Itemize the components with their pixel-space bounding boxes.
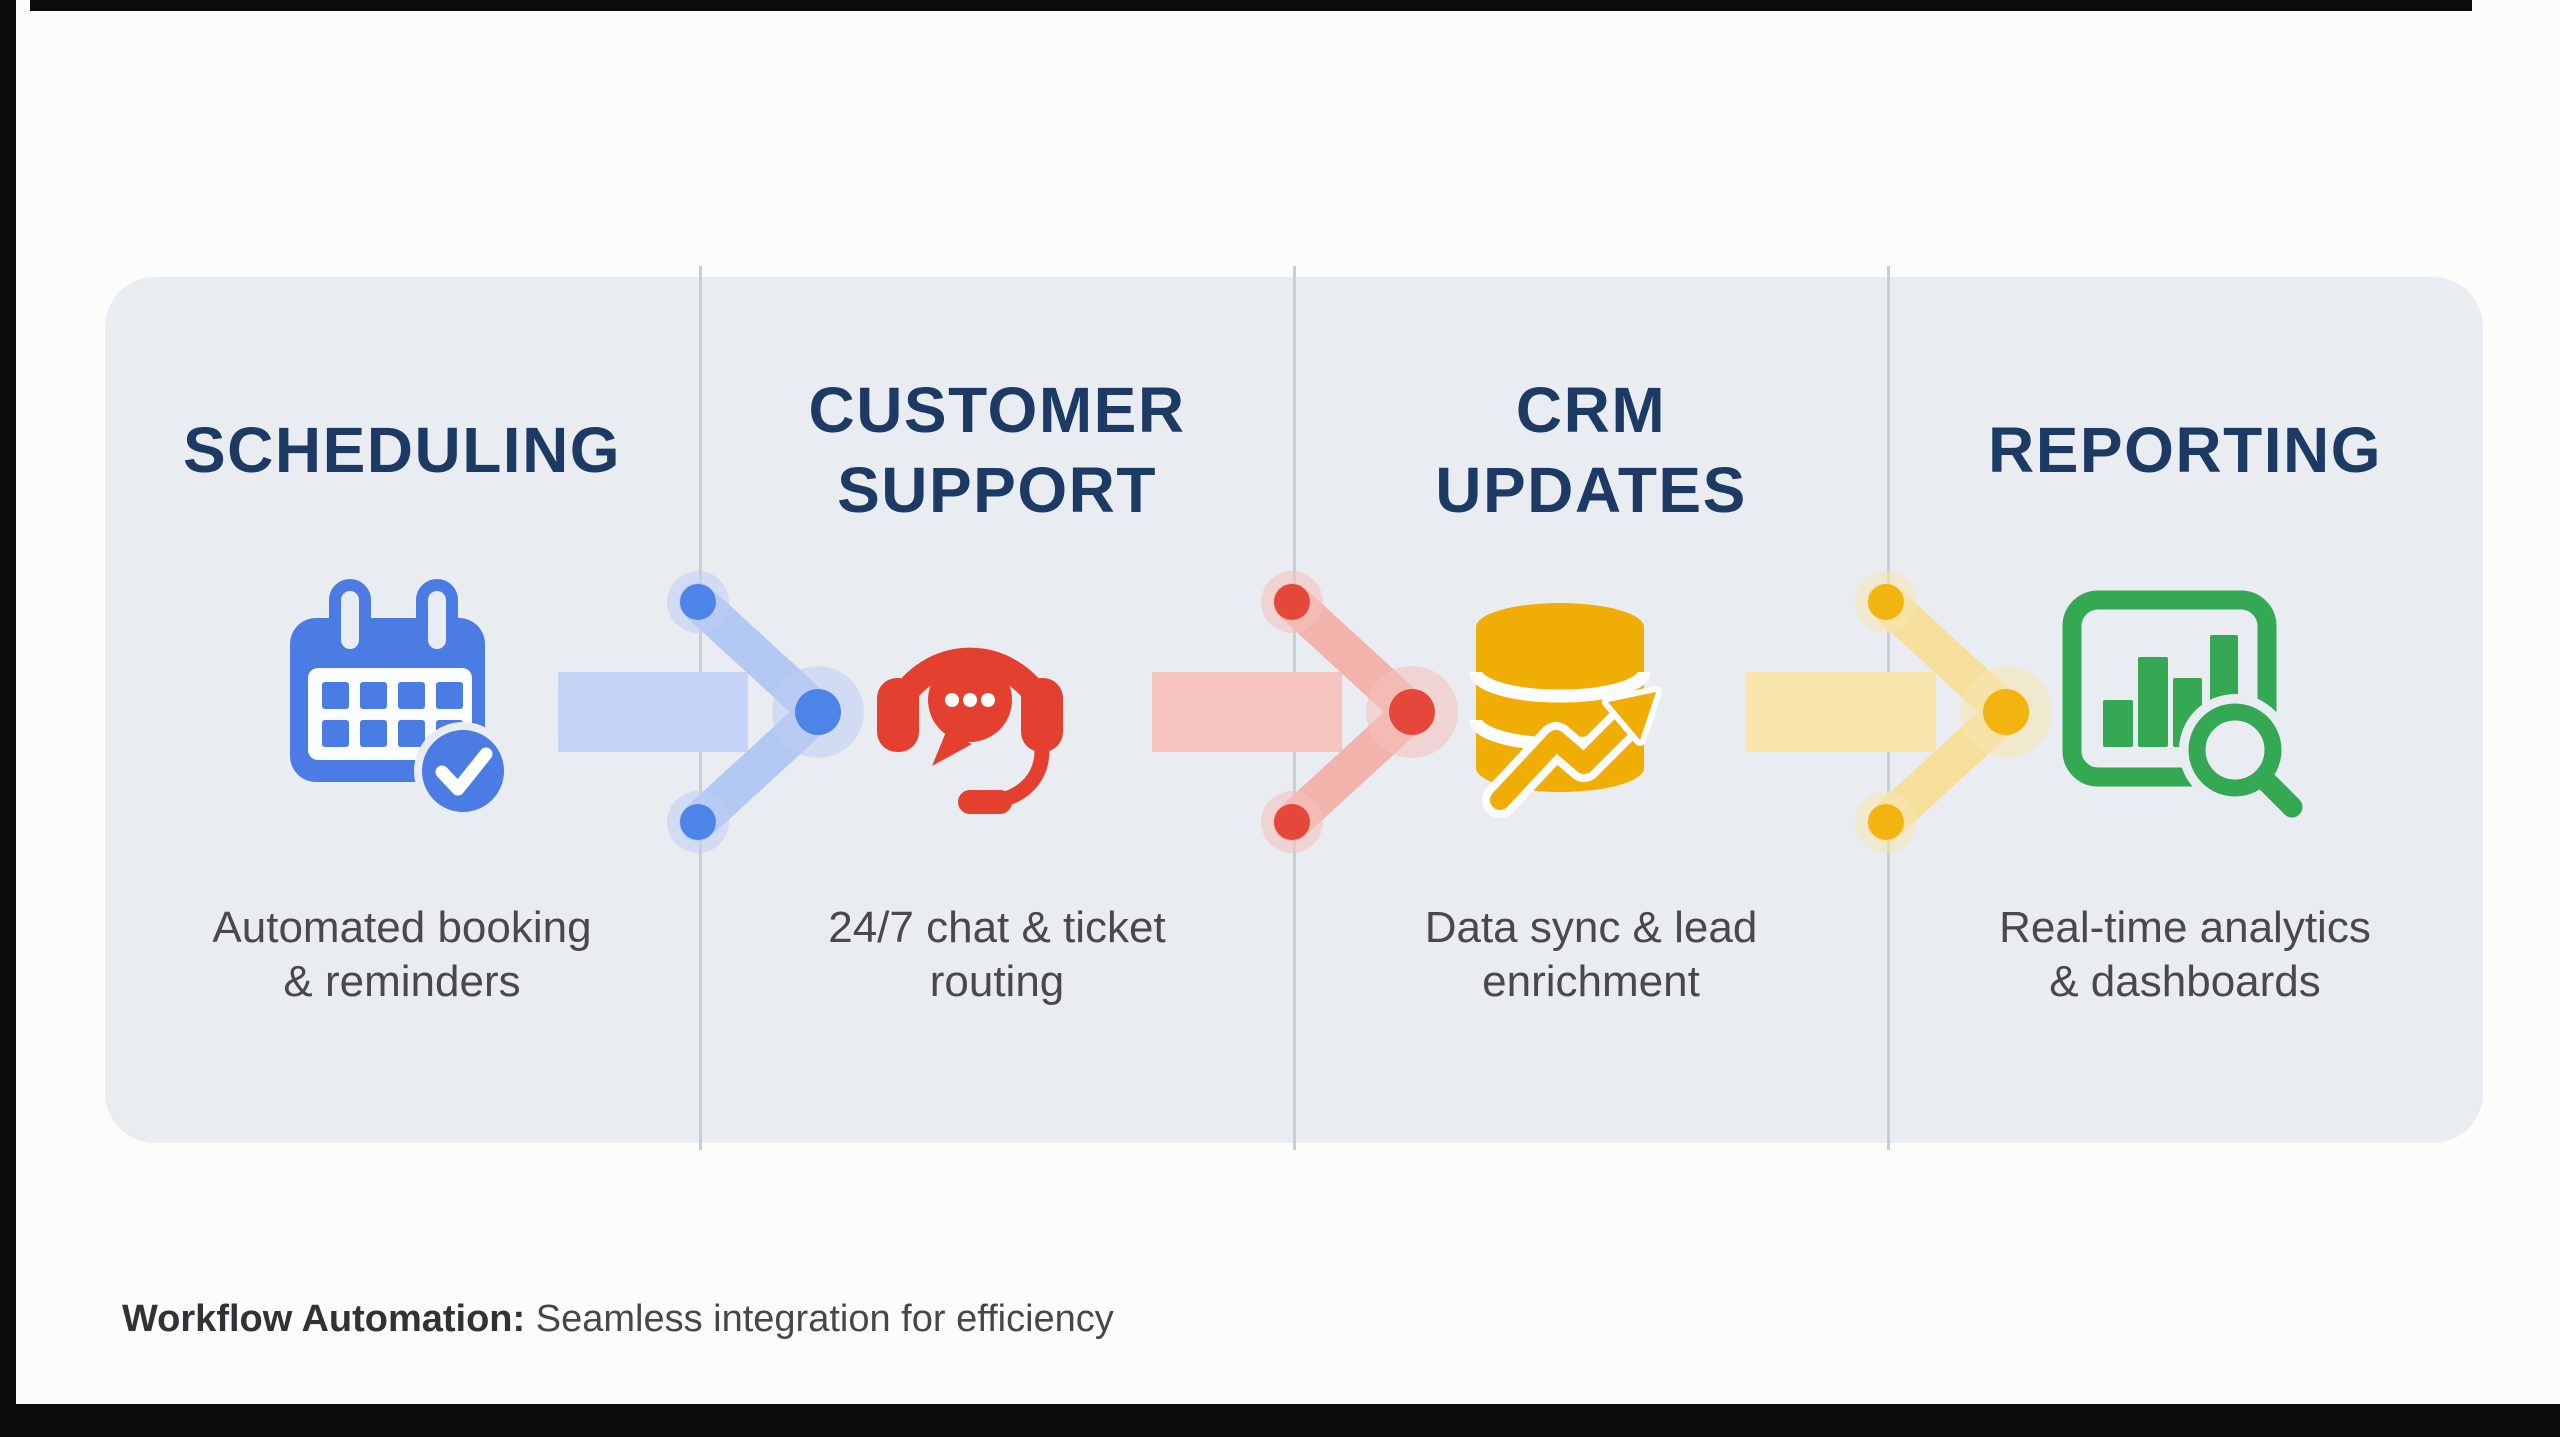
- caption-bold-label: Workflow Automation:: [122, 1298, 526, 1340]
- column-scheduling: SCHEDULING Automated booking & reminders: [105, 277, 699, 1143]
- title-line: UPDATES: [1435, 454, 1747, 526]
- column-description: Data sync & lead enrichment: [1294, 895, 1888, 1015]
- description-line: Data sync & lead: [1424, 903, 1758, 952]
- description-line: & dashboards: [2049, 957, 2321, 1006]
- letterbox-top-bar: [30, 0, 2472, 11]
- column-description: 24/7 chat & ticket routing: [700, 895, 1294, 1015]
- column-title: CRM UPDATES: [1294, 360, 1888, 540]
- database-growth-icon: [1469, 603, 1662, 818]
- calendar-check-icon: [290, 579, 512, 820]
- title-line: REPORTING: [1988, 414, 2382, 486]
- chart-magnifier-icon: [2062, 590, 2314, 829]
- description-line: routing: [929, 957, 1065, 1006]
- column-title: REPORTING: [1888, 360, 2482, 540]
- title-line: CRM: [1515, 374, 1667, 446]
- letterbox-left-bar: [0, 0, 16, 1437]
- description-line: Automated booking: [212, 903, 592, 952]
- flow-arrow-blue: [558, 571, 864, 853]
- column-description: Real-time analytics & dashboards: [1888, 895, 2482, 1015]
- headset-chat-icon: [877, 647, 1063, 814]
- letterbox-bottom-bar: [16, 1404, 2560, 1437]
- description-line: enrichment: [1482, 957, 1700, 1006]
- description-line: & reminders: [283, 957, 521, 1006]
- flow-arrow-gold: [1746, 571, 2052, 853]
- column-description: Automated booking & reminders: [105, 895, 699, 1015]
- column-reporting: REPORTING Real-time analytics & dashboar…: [1888, 277, 2482, 1143]
- caption: Workflow Automation: Seamless integratio…: [122, 1296, 1114, 1342]
- title-line: CUSTOMER: [808, 374, 1186, 446]
- title-line: SCHEDULING: [182, 414, 622, 486]
- column-title: CUSTOMER SUPPORT: [700, 360, 1294, 540]
- column-crm-updates: CRM UPDATES Data sync & lead enrichment: [1294, 277, 1888, 1143]
- flow-arrow-red: [1152, 571, 1458, 853]
- column-customer-support: CUSTOMER SUPPORT 24/7 chat & ticket rout…: [700, 277, 1294, 1143]
- caption-regular-text: Seamless integration for efficiency: [525, 1298, 1114, 1340]
- description-line: 24/7 chat & ticket: [828, 903, 1166, 952]
- column-title: SCHEDULING: [105, 360, 699, 540]
- title-line: SUPPORT: [837, 454, 1157, 526]
- description-line: Real-time analytics: [1999, 903, 2371, 952]
